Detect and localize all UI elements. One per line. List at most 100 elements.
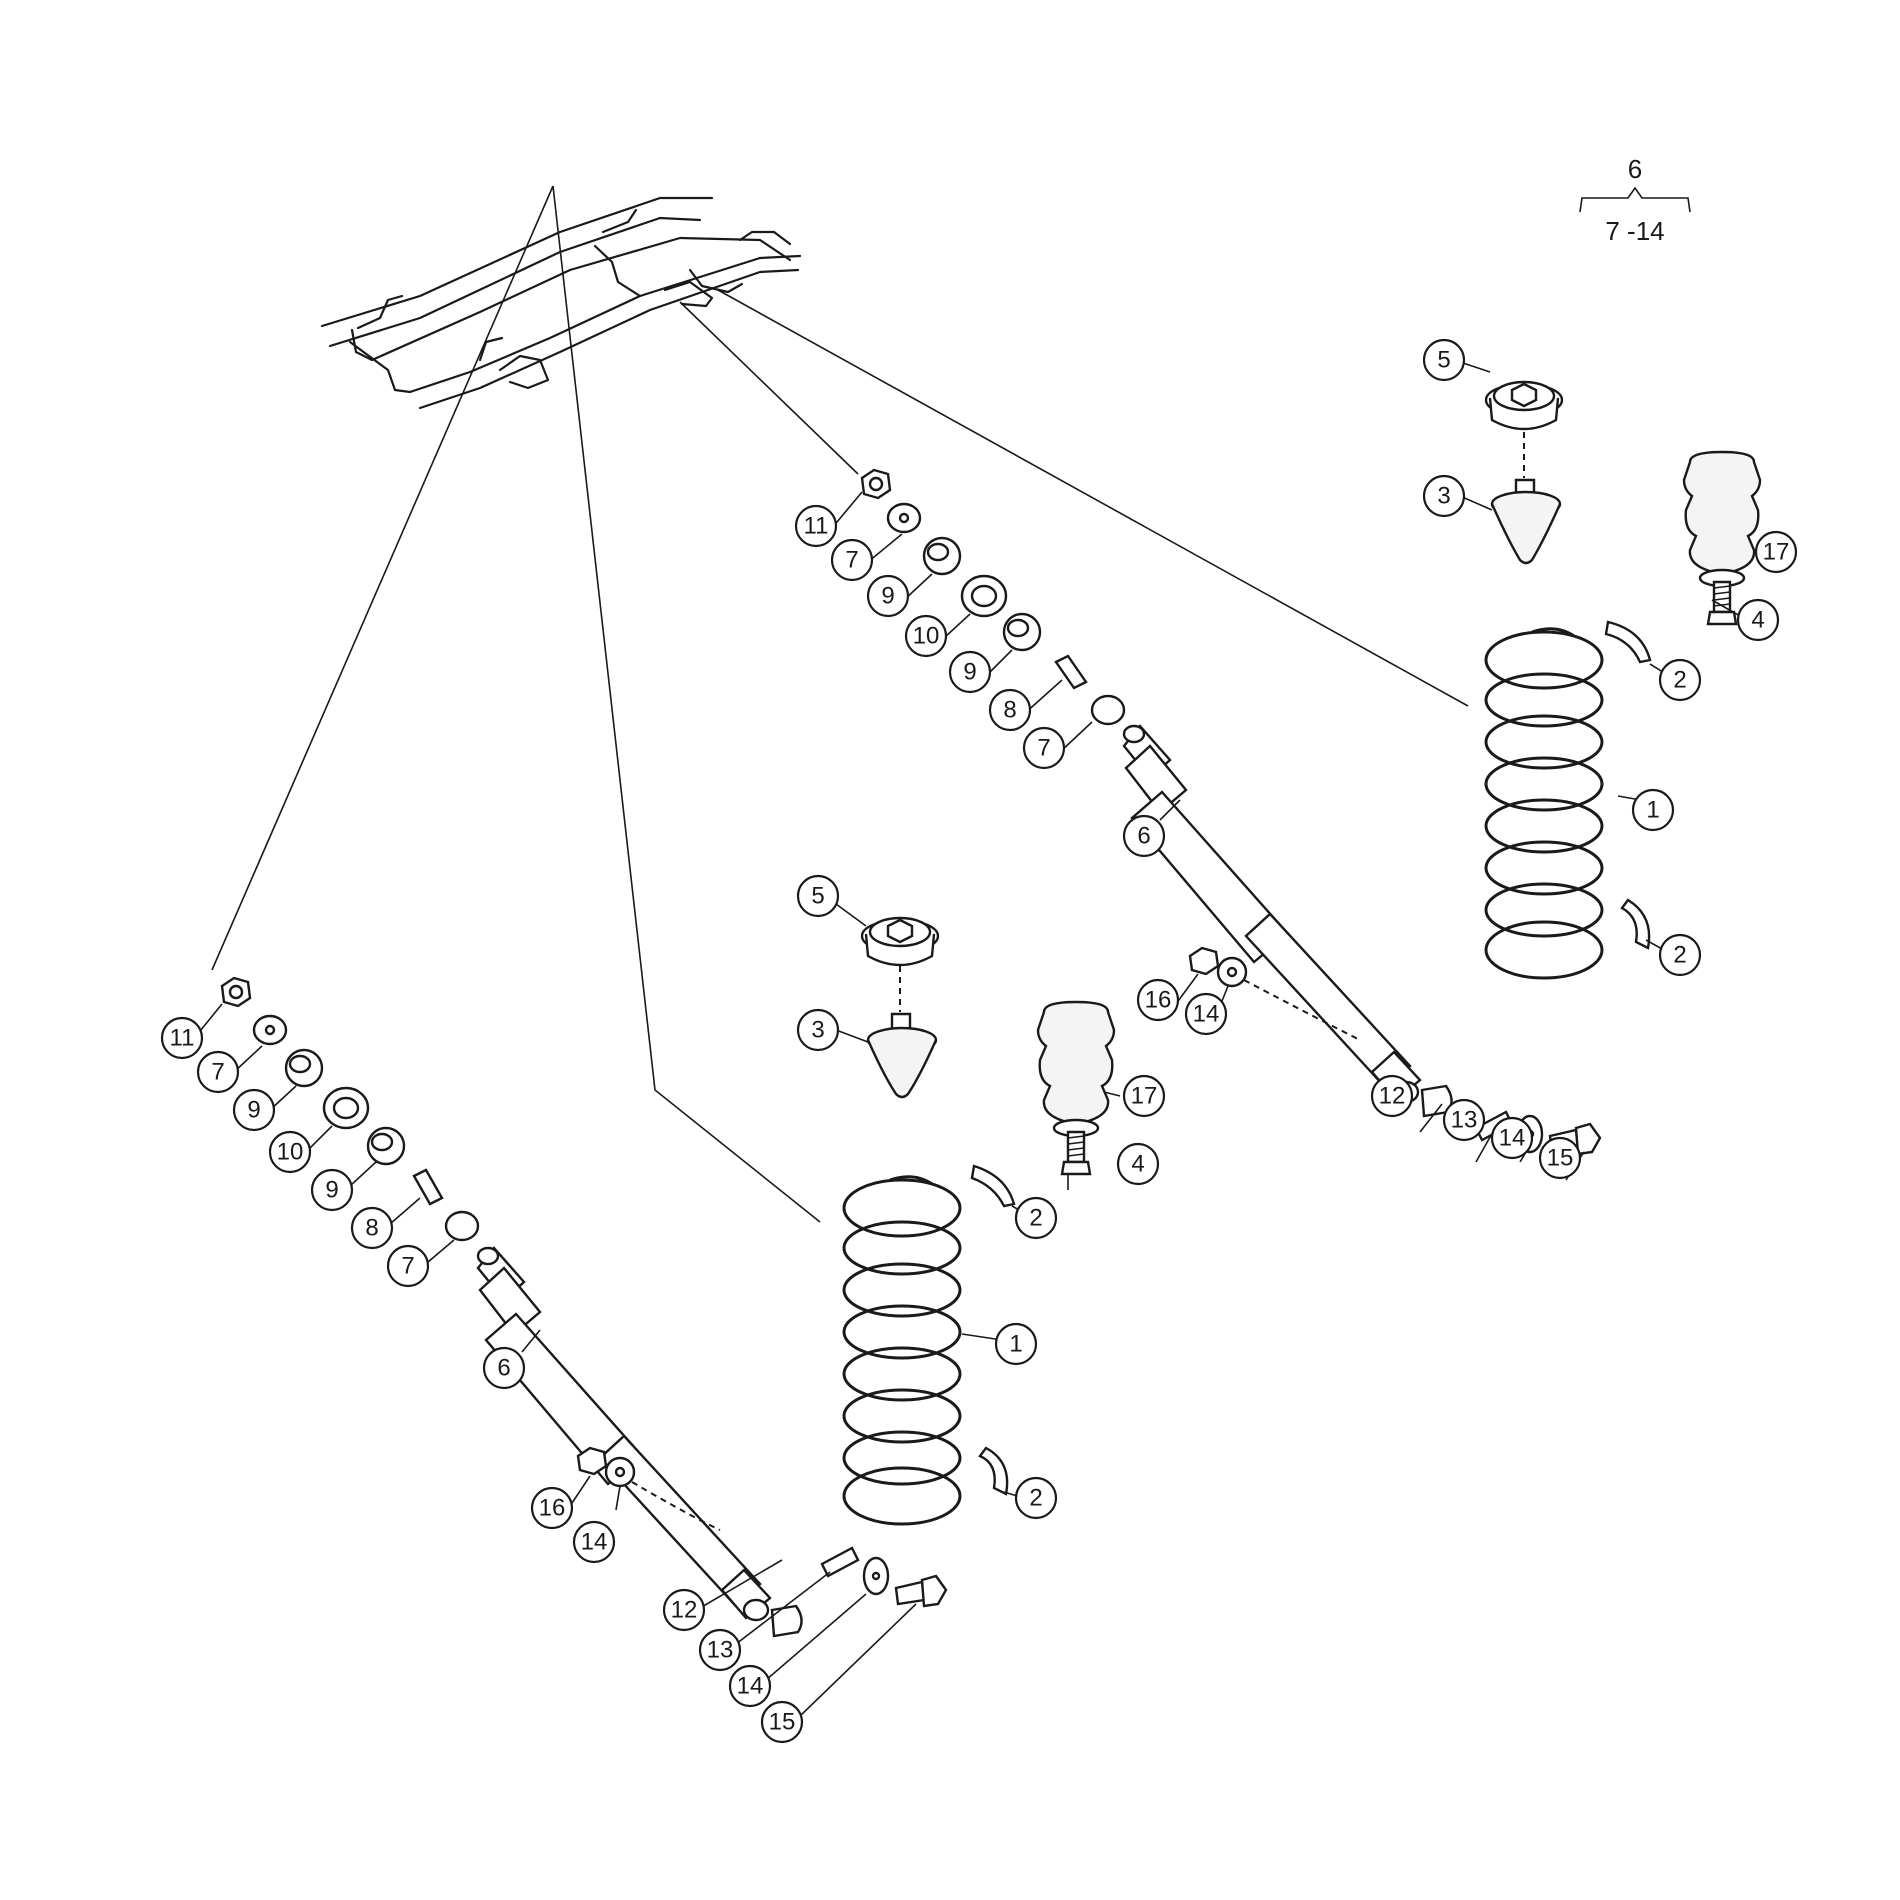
svg-text:10: 10 <box>277 1139 304 1166</box>
svg-text:15: 15 <box>769 1709 796 1736</box>
callout: 7 <box>830 538 874 582</box>
spring-clip-upper <box>970 1164 1016 1208</box>
svg-text:2: 2 <box>1673 942 1686 969</box>
svg-text:11: 11 <box>170 1025 195 1052</box>
bumper-bolt <box>1706 580 1738 626</box>
svg-text:11: 11 <box>804 513 829 540</box>
left-assembly <box>220 916 1116 1638</box>
callout: 14 <box>1490 1116 1534 1160</box>
top-mount-cap <box>1484 380 1564 431</box>
callout: 13 <box>698 1628 742 1672</box>
svg-text:7: 7 <box>401 1253 414 1280</box>
svg-text:12: 12 <box>671 1597 698 1624</box>
callout: 1 <box>1631 788 1675 832</box>
group-key-children: 7 -14 <box>1605 216 1664 246</box>
right-assembly <box>860 380 1762 1156</box>
spring-clip-upper <box>1604 620 1652 664</box>
group-key: 6 7 -14 <box>1579 154 1691 246</box>
callout: 5 <box>1422 338 1466 382</box>
callout: 14 <box>1184 992 1228 1036</box>
bump-stop-cone <box>1490 478 1562 565</box>
callout: 1 <box>994 1322 1038 1366</box>
bumper-bolt <box>1060 1130 1092 1176</box>
coil-spring <box>1484 627 1604 980</box>
svg-text:4: 4 <box>1131 1151 1144 1178</box>
svg-text:6: 6 <box>1137 823 1150 850</box>
svg-text:5: 5 <box>811 883 824 910</box>
svg-text:14: 14 <box>1193 1001 1220 1028</box>
callout: 5 <box>796 874 840 918</box>
svg-text:3: 3 <box>811 1017 824 1044</box>
callout: 4 <box>1736 598 1780 642</box>
svg-text:14: 14 <box>737 1673 764 1700</box>
callout: 17 <box>1754 530 1798 574</box>
callout: 7 <box>386 1244 430 1288</box>
callout: 17 <box>1122 1074 1166 1118</box>
svg-text:12: 12 <box>1379 1083 1406 1110</box>
leader-lines <box>211 185 1469 1223</box>
callout: 6 <box>482 1346 526 1390</box>
svg-text:3: 3 <box>1437 483 1450 510</box>
svg-text:10: 10 <box>913 623 940 650</box>
svg-text:7: 7 <box>845 547 858 574</box>
callout: 9 <box>232 1088 276 1132</box>
shock-top-hardware <box>860 468 1126 726</box>
callout: 11 <box>794 504 838 548</box>
svg-text:9: 9 <box>881 583 894 610</box>
svg-text:16: 16 <box>539 1495 566 1522</box>
callout: 12 <box>1370 1074 1414 1118</box>
svg-text:9: 9 <box>325 1177 338 1204</box>
svg-text:2: 2 <box>1673 667 1686 694</box>
callout: 4 <box>1116 1142 1160 1186</box>
svg-text:13: 13 <box>1451 1107 1478 1134</box>
svg-text:17: 17 <box>1763 539 1790 566</box>
svg-text:7: 7 <box>211 1059 224 1086</box>
svg-text:6: 6 <box>497 1355 510 1382</box>
rubber-bumper <box>1682 450 1762 588</box>
callout: 14 <box>728 1664 772 1708</box>
svg-text:9: 9 <box>963 659 976 686</box>
callout: 2 <box>1658 658 1702 702</box>
shock-absorber <box>476 1246 772 1622</box>
svg-text:17: 17 <box>1131 1083 1158 1110</box>
svg-text:15: 15 <box>1547 1145 1574 1172</box>
svg-text:16: 16 <box>1145 987 1172 1014</box>
svg-text:9: 9 <box>247 1097 260 1124</box>
callout: 15 <box>1538 1136 1582 1180</box>
spring-clip-lower <box>978 1446 1009 1496</box>
callout: 3 <box>796 1008 840 1052</box>
callout: 16 <box>530 1486 574 1530</box>
spring-clip-lower <box>1620 898 1651 950</box>
callout: 10 <box>268 1130 312 1174</box>
callout: 2 <box>1014 1196 1058 1240</box>
svg-text:8: 8 <box>1003 697 1016 724</box>
svg-text:2: 2 <box>1029 1205 1042 1232</box>
callout: 7 <box>196 1050 240 1094</box>
callout: 2 <box>1014 1476 1058 1520</box>
svg-text:5: 5 <box>1437 347 1450 374</box>
callout: 12 <box>662 1588 706 1632</box>
rubber-bumper <box>1036 1000 1116 1138</box>
callout: 2 <box>1658 933 1702 977</box>
callout: 7 <box>1022 726 1066 770</box>
bump-stop-cone <box>866 1012 938 1099</box>
shock-bottom-hardware <box>576 1446 948 1638</box>
coil-spring <box>842 1175 962 1526</box>
svg-text:4: 4 <box>1751 607 1764 634</box>
callout: 10 <box>904 614 948 658</box>
shock-absorber <box>1122 724 1422 1104</box>
callout: 9 <box>310 1168 354 1212</box>
callout: 9 <box>948 650 992 694</box>
callout-leaders <box>195 361 1765 1717</box>
callout: 8 <box>350 1206 394 1250</box>
svg-text:14: 14 <box>1499 1125 1526 1152</box>
svg-text:1: 1 <box>1009 1331 1022 1358</box>
callout: 3 <box>1422 474 1466 518</box>
callout: 16 <box>1136 978 1180 1022</box>
callout: 8 <box>988 688 1032 732</box>
callout: 11 <box>160 1016 204 1060</box>
top-mount-cap <box>860 916 940 967</box>
svg-text:7: 7 <box>1037 735 1050 762</box>
svg-text:14: 14 <box>581 1529 608 1556</box>
